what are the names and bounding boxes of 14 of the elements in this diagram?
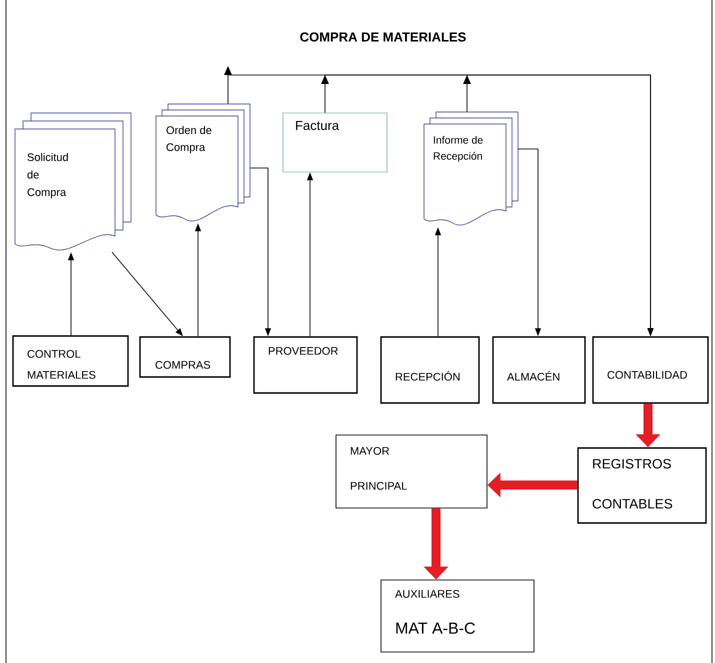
records-box: REGISTROS CONTABLES (577, 447, 707, 524)
department-box: COMPRAS (139, 336, 231, 378)
department-box: CONTABILIDAD (592, 336, 709, 404)
document-stack: Solicitud de Compra (14, 112, 132, 250)
department-box: ALMACÉN (492, 336, 586, 404)
title: COMPRA DE MATERIALES (300, 32, 466, 42)
department-box: CONTROL MATERIALES (12, 335, 129, 387)
department-box: PROVEEDOR (253, 336, 358, 394)
document-box: Factura (282, 112, 388, 172)
department-box: RECEPCIÓN (380, 336, 480, 404)
document-stack: Orden de Compra (156, 104, 250, 222)
ledger-box: AUXILIARES MAT A-B-C (380, 580, 534, 652)
ledger-box: MAYOR PRINCIPAL (336, 434, 488, 508)
document-stack: Informe de Recepción (424, 112, 518, 226)
